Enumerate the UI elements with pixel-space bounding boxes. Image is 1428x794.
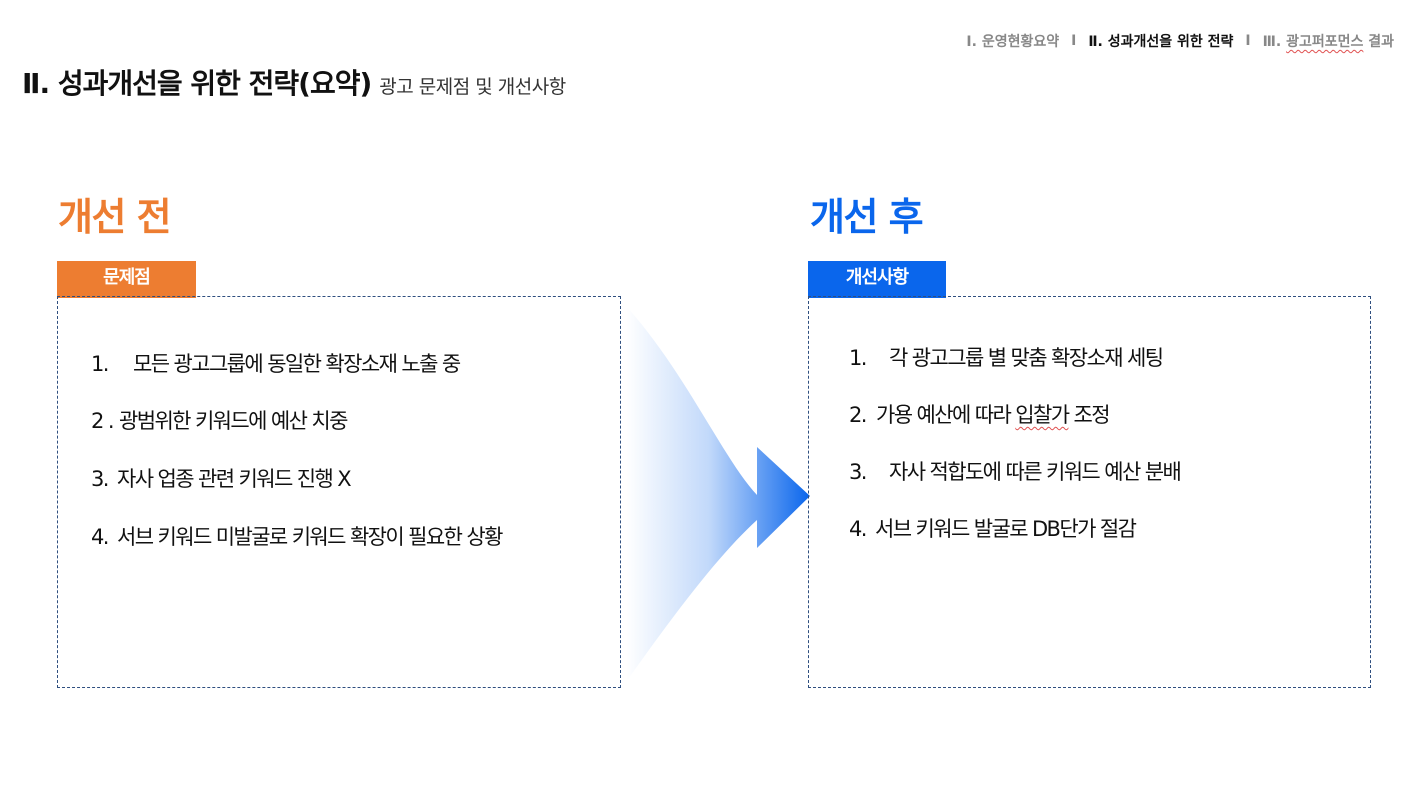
problem-item-number: 3. <box>91 467 109 491</box>
improvement-item-number: 2. <box>849 403 867 427</box>
problem-item-text: 광범위한 키워드에 예산 치중 <box>119 409 348 433</box>
title-row: Ⅱ. 성과개선을 위한 전략(요약) 광고 문제점 및 개선사항 <box>22 62 566 102</box>
improvement-item-number: 3. <box>849 460 867 484</box>
problem-tag: 문제점 <box>57 261 196 298</box>
nav-item-strategy[interactable]: Ⅱ. 성과개선을 위한 전략 <box>1088 34 1234 50</box>
chevron-right-arrow-icon <box>626 306 810 682</box>
improvement-item: 4. 서브 키워드 발굴로 DB단가 절감 <box>849 513 1137 543</box>
improvement-item-text-pre: 가용 예산에 따라 <box>876 403 1016 427</box>
after-heading: 개선 후 <box>810 195 924 239</box>
page-subtitle: 광고 문제점 및 개선사항 <box>379 76 566 98</box>
problem-item-number: 1. <box>91 352 109 376</box>
improvement-tag: 개선사항 <box>808 261 946 298</box>
improvement-item: 1. 각 광고그룹 별 맞춤 확장소재 세팅 <box>849 342 1164 372</box>
nav-separator: I <box>1071 33 1077 49</box>
problem-item: 2 .광범위한 키워드에 예산 치중 <box>91 405 348 435</box>
problem-item: 1. 모든 광고그룹에 동일한 확장소재 노출 중 <box>91 348 461 378</box>
problem-box: 1. 모든 광고그룹에 동일한 확장소재 노출 중 2 .광범위한 키워드에 예산… <box>57 296 621 688</box>
nav-item-results-suffix: 결과 <box>1363 34 1394 50</box>
nav-item-results[interactable]: Ⅲ. 광고퍼포먼스 결과 <box>1263 31 1394 51</box>
improvement-item-text: 각 광고그룹 별 맞춤 확장소재 세팅 <box>889 346 1164 370</box>
problem-item-number: 4. <box>91 525 109 549</box>
nav-separator: I <box>1245 33 1251 49</box>
improvement-item-text: 자사 적합도에 따른 키워드 예산 분배 <box>889 460 1182 484</box>
improvement-item: 2. 가용 예산에 따라 입찰가 조정 <box>849 399 1111 429</box>
improvement-item-number: 4. <box>849 517 867 541</box>
nav-item-results-prefix: Ⅲ. <box>1262 34 1287 50</box>
section-nav: Ⅰ. 운영현황요약 I Ⅱ. 성과개선을 위한 전략 I Ⅲ. 광고퍼포먼스 결… <box>966 31 1394 51</box>
problem-item-text: 서브 키워드 미발굴로 키워드 확장이 필요한 상황 <box>117 525 503 549</box>
problem-item-text: 자사 업종 관련 키워드 진행 X <box>117 467 352 491</box>
improvement-item-text: 서브 키워드 발굴로 DB단가 절감 <box>875 517 1137 541</box>
problem-item-number: 2 . <box>91 409 115 433</box>
nav-item-overview[interactable]: Ⅰ. 운영현황요약 <box>966 34 1060 50</box>
improvement-item: 3. 자사 적합도에 따른 키워드 예산 분배 <box>849 456 1182 486</box>
nav-item-results-underlined: 광고퍼포먼스 <box>1286 34 1364 50</box>
page-title: Ⅱ. 성과개선을 위한 전략(요약) <box>22 67 372 100</box>
before-heading: 개선 전 <box>58 195 172 239</box>
problem-item: 3. 자사 업종 관련 키워드 진행 X <box>91 463 352 493</box>
problem-item: 4. 서브 키워드 미발굴로 키워드 확장이 필요한 상황 <box>91 521 503 551</box>
improvement-item-text-marked: 입찰가 <box>1015 403 1070 427</box>
improvement-item-text-post: 조정 <box>1068 403 1111 427</box>
problem-item-text: 모든 광고그룹에 동일한 확장소재 노출 중 <box>133 352 461 376</box>
improvement-item-number: 1. <box>849 346 867 370</box>
improvement-box: 1. 각 광고그룹 별 맞춤 확장소재 세팅 2. 가용 예산에 따라 입찰가 조정… <box>808 296 1371 688</box>
